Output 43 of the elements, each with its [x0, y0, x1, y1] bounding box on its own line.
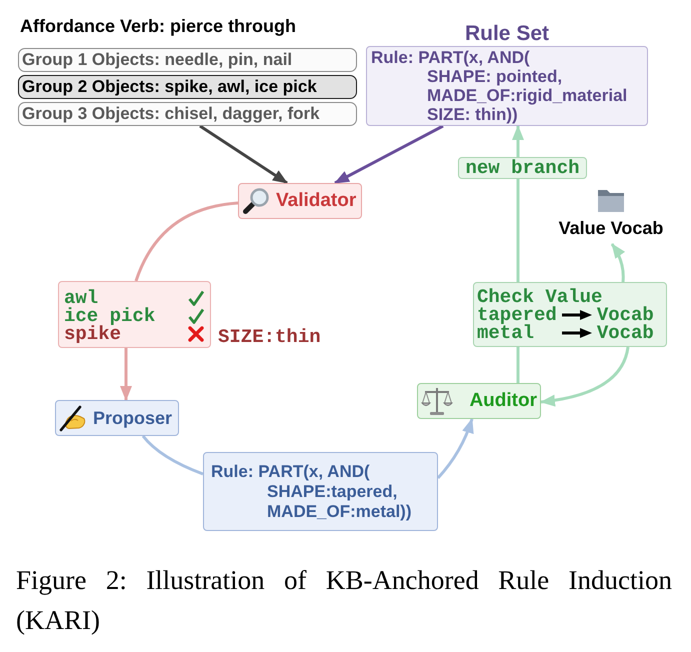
check-value-panel [473, 282, 667, 347]
rule-line: SIZE: thin)) [427, 105, 519, 124]
rule-line: MADE_OF:rigid_material [427, 86, 628, 105]
vocab-label: Value Vocab [558, 217, 664, 239]
value-term: tapered [477, 306, 557, 324]
arrow [334, 124, 444, 184]
vocab-term: Vocab [596, 324, 654, 342]
node-label: Auditor [469, 389, 537, 413]
object-group-card: Group 1 Objects: needle, pin, nail [18, 48, 357, 72]
arrow [512, 125, 524, 157]
object-group-card: Group 3 Objects: chisel, dagger, fork [18, 102, 357, 126]
object-name: ice pick [64, 307, 156, 325]
branch-tag: new branch [458, 157, 587, 179]
value-term: metal [477, 324, 534, 342]
arrow [436, 418, 474, 479]
object-group-card: Group 2 Objects: spike, awl, ice pick [18, 75, 357, 99]
node-label: Validator [276, 189, 356, 213]
rule-line: MADE_OF:metal)) [267, 502, 413, 522]
rule-line: Rule: PART(x, AND( [211, 462, 371, 482]
connector-line [516, 179, 520, 282]
section-heading: Affordance Verb: pierce through [20, 15, 296, 38]
validator-node [238, 183, 362, 219]
arrow [120, 348, 132, 401]
rule-set-heading: Rule Set [464, 22, 550, 46]
connector-line [142, 435, 204, 476]
connector-line [134, 202, 238, 282]
rule-line: SHAPE:tapered, [267, 482, 398, 502]
object-name: spike [64, 325, 122, 343]
arrow [610, 243, 625, 282]
figure-caption: Figure 2: Illustration of KB-Anchored Rule Induction (KARI) [16, 564, 672, 637]
object-name: awl [64, 289, 100, 307]
node-label: Proposer [93, 407, 172, 430]
arrow [540, 346, 630, 406]
rule-line: SHAPE: pointed, [427, 67, 564, 86]
rule-line: Rule: PART(x, AND( [371, 48, 531, 67]
failure-note: SIZE:thin [218, 327, 321, 347]
check-heading: Check Value [477, 288, 602, 306]
arrow [199, 124, 288, 184]
connector-line [516, 347, 520, 383]
validation-result-panel [58, 281, 211, 348]
vocab-term: Vocab [596, 306, 654, 324]
auditor-node [417, 383, 541, 419]
proposer-node [55, 400, 179, 436]
